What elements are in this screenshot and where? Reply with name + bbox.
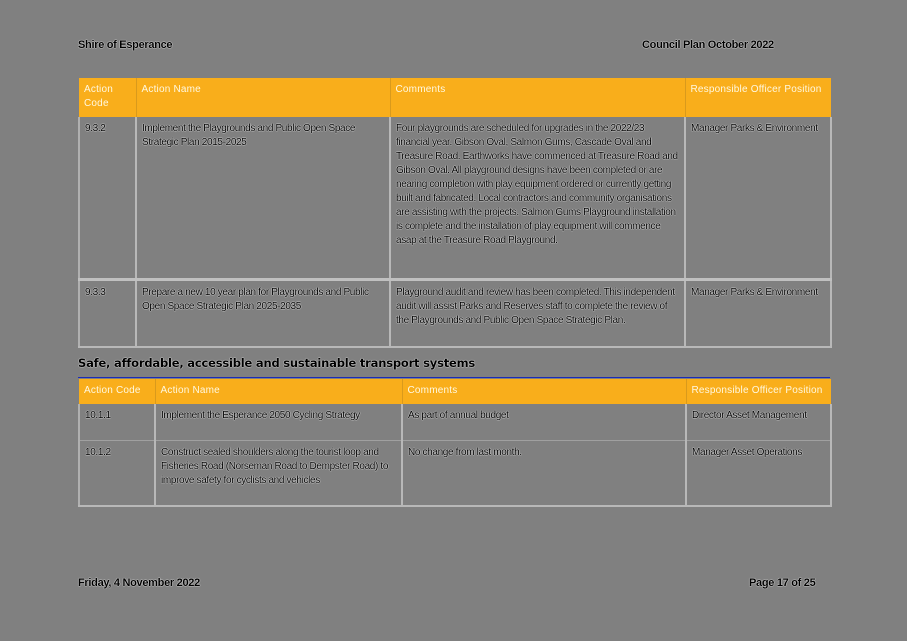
comments-cell: Four playgrounds are scheduled for upgra… xyxy=(389,117,686,281)
actions-table-playgrounds: Action Code Action Name Comments Respons… xyxy=(78,78,832,348)
action-name-cell: Prepare a new 10 year plan for Playgroun… xyxy=(135,278,391,348)
comments-cell: Playground audit and review has been com… xyxy=(389,278,686,348)
column-header-action-code: Action Code xyxy=(79,379,156,404)
action-name-cell: Construct sealed shoulders along the tou… xyxy=(154,440,403,507)
action-name-cell: Implement the Playgrounds and Public Ope… xyxy=(135,117,391,281)
responsible-officer-cell: Director Asset Management xyxy=(685,404,832,441)
responsible-officer-cell: Manager Parks & Environment xyxy=(684,278,832,348)
responsible-officer-cell: Manager Asset Operations xyxy=(685,440,832,507)
column-header-responsible-officer: Responsible Officer Position xyxy=(685,78,831,117)
comments-cell: As part of annual budget xyxy=(401,404,687,441)
action-code-cell: 9.3.3 xyxy=(78,278,137,348)
footer-page-number: Page 17 of 25 xyxy=(749,577,816,589)
column-header-action-code: Action Code xyxy=(79,78,137,117)
responsible-officer-cell: Manager Parks & Environment xyxy=(684,117,832,281)
actions-table-transport: Action Code Action Name Comments Respons… xyxy=(78,379,832,507)
table-row: 9.3.3 Prepare a new 10 year plan for Pla… xyxy=(78,278,832,348)
column-header-responsible-officer: Responsible Officer Position xyxy=(686,379,831,404)
column-header-comments: Comments xyxy=(390,78,686,117)
document-header-title: Council Plan October 2022 xyxy=(642,39,774,51)
action-code-cell: 10.1.2 xyxy=(78,440,156,507)
document-header-organisation: Shire of Esperance xyxy=(78,39,173,51)
table-header-row: Action Code Action Name Comments Respons… xyxy=(79,78,831,117)
table-row: 9.3.2 Implement the Playgrounds and Publ… xyxy=(78,117,832,281)
table-header-row: Action Code Action Name Comments Respons… xyxy=(79,379,831,404)
table-row: 10.1.1 Implement the Esperance 2050 Cycl… xyxy=(78,404,832,441)
comments-cell: No change from last month. xyxy=(401,440,687,507)
table-row: 10.1.2 Construct sealed shoulders along … xyxy=(78,440,832,507)
column-header-action-name: Action Name xyxy=(155,379,403,404)
section-divider xyxy=(78,377,830,378)
action-code-cell: 9.3.2 xyxy=(78,117,137,281)
action-name-cell: Implement the Esperance 2050 Cycling Str… xyxy=(154,404,403,441)
section-heading: Safe, affordable, accessible and sustain… xyxy=(78,356,476,370)
column-header-comments: Comments xyxy=(402,379,687,404)
action-code-cell: 10.1.1 xyxy=(78,404,156,441)
footer-date: Friday, 4 November 2022 xyxy=(78,577,200,589)
column-header-action-name: Action Name xyxy=(136,78,391,117)
